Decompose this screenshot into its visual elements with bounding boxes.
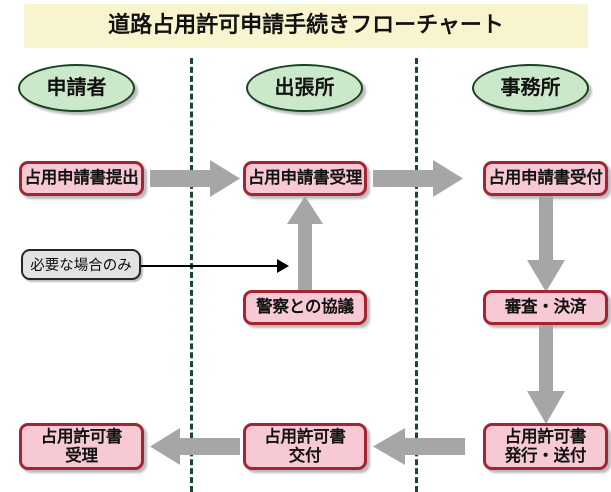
step-review-decision: 審査・決済 xyxy=(483,290,608,325)
arrow-review-to-issue xyxy=(525,325,567,424)
step-branch-accept-label: 占用申請書受理 xyxy=(247,168,363,188)
arrow-issue-to-deliver xyxy=(373,428,465,465)
step-applicant-submit-label: 占用申請書提出 xyxy=(24,168,139,188)
step-branch-accept: 占用申請書受理 xyxy=(243,161,367,196)
step-permit-issue: 占用許可書 発行・送付 xyxy=(483,423,608,470)
step-office-receive-label: 占用申請書受付 xyxy=(488,168,603,188)
arrow-submit-to-accept xyxy=(150,160,240,197)
step-permit-deliver-label: 占用許可書 交付 xyxy=(264,427,346,465)
lane-divider-left xyxy=(190,58,193,492)
step-permit-issue-label: 占用許可書 発行・送付 xyxy=(504,427,587,465)
step-applicant-submit: 占用申請書提出 xyxy=(19,161,144,196)
step-permit-deliver: 占用許可書 交付 xyxy=(243,423,367,470)
step-police-consult-label: 警察との協議 xyxy=(256,297,354,317)
arrow-police-to-accept xyxy=(285,196,325,292)
lane-header-main-office-label: 事務所 xyxy=(500,75,561,99)
lane-header-applicant-label: 申請者 xyxy=(46,75,107,99)
connector-note-to-police-arrow xyxy=(141,258,289,274)
page-title: 道路占用許可申請手続きフローチャート xyxy=(108,13,504,38)
lane-header-main-office: 事務所 xyxy=(472,64,589,112)
note-only-if-needed: 必要な場合のみ xyxy=(21,249,141,280)
step-office-receive: 占用申請書受付 xyxy=(483,161,608,196)
lane-header-applicant: 申請者 xyxy=(18,64,135,112)
step-permit-accept: 占用許可書 受理 xyxy=(19,423,144,470)
lane-divider-right xyxy=(415,58,418,492)
step-permit-accept-label: 占用許可書 受理 xyxy=(40,427,123,465)
note-only-if-needed-label: 必要な場合のみ xyxy=(30,258,132,274)
step-review-decision-label: 審査・決済 xyxy=(504,297,587,317)
arrow-deliver-to-accept xyxy=(150,428,240,465)
lane-header-branch-office: 出張所 xyxy=(246,64,363,112)
step-police-consult: 警察との協議 xyxy=(243,290,367,325)
lane-header-branch-office-label: 出張所 xyxy=(274,75,335,99)
arrow-receive-to-review xyxy=(525,196,567,292)
title-band xyxy=(24,4,588,48)
arrow-accept-to-receive xyxy=(373,160,463,197)
